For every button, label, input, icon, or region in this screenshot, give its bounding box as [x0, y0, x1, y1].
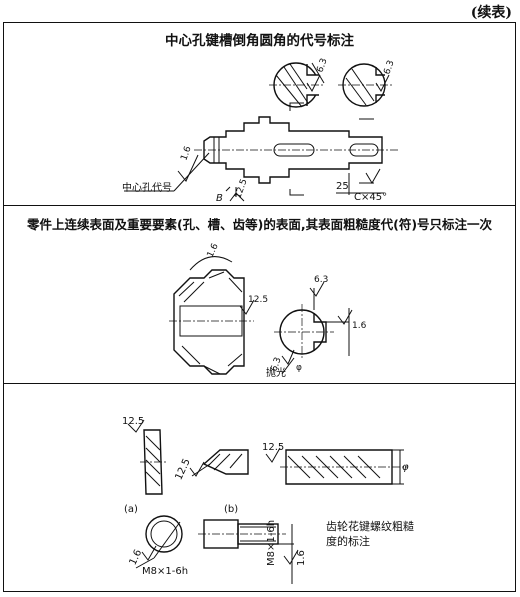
keyway-section-right: [338, 63, 392, 107]
keyway-section-left: [269, 62, 325, 108]
label-polish: 抛光: [266, 368, 286, 379]
gear-section: [169, 256, 254, 375]
label-r16b: 1.6: [352, 321, 367, 331]
figure-b: [189, 449, 249, 477]
label-thread1: M8×1-6h: [142, 566, 189, 577]
label-r125c: 12.5: [262, 442, 285, 453]
section-gear-spline-thread: 12.5 12.5 12.5 φ (a) (b) 1.6 M8×1-6h M8×…: [4, 384, 515, 591]
section-continuous-surfaces: 零件上连续表面及重要要素(孔、槽、齿等)的表面,其表面粗糙度代(符)号只标注一次: [4, 206, 515, 384]
gear-spline-thread-drawing: [127, 419, 408, 584]
label-r63b: 6.3: [382, 59, 396, 76]
label-fig-a: (a): [124, 504, 138, 515]
thread-side-view: [198, 519, 299, 584]
section1-title: 中心孔键槽倒角圆角的代号标注: [165, 33, 354, 49]
shaft-drawing: 6.3 6.3 1.6 12.5: [124, 57, 399, 202]
label-chamfer: C×45°: [354, 192, 388, 203]
label-r63a-s2: 6.3: [314, 275, 328, 285]
section-center-hole: 中心孔键槽倒角圆角的代号标注 6.3: [4, 23, 515, 206]
shaft: [194, 102, 399, 197]
label-r125: 12.5: [233, 178, 249, 200]
annotation-table: 中心孔键槽倒角圆角的代号标注 6.3: [3, 22, 516, 592]
label-r63a: 6.3: [315, 57, 329, 74]
label-r63b-s2: 6.3: [269, 356, 283, 373]
label-b: B: [216, 193, 223, 204]
label-r125-s2: 12.5: [248, 295, 268, 305]
thread-end-view: [135, 515, 183, 569]
label-phi-s2: φ: [296, 363, 302, 373]
label-r125a: 12.5: [122, 416, 145, 427]
label-r16: 1.6: [179, 145, 193, 162]
continued-label: (续表): [470, 5, 512, 21]
section3-note: 齿轮花键螺纹粗糙度的标注: [326, 520, 414, 548]
gear-drawing: 1.6 12.5 6.3 1.6 6.3 φ: [169, 242, 367, 375]
figure-a: [127, 419, 166, 495]
label-phi-s3: φ: [402, 462, 409, 473]
label-r16b-s3: 1.6: [296, 550, 307, 566]
label-center-hole-code: 中心孔代号: [122, 183, 172, 194]
bore-section: [274, 281, 353, 375]
label-r25: 25: [336, 181, 349, 192]
section2-title: 零件上连续表面及重要要素(孔、槽、齿等)的表面,其表面粗糙度代(符)号只标注一次: [26, 217, 493, 232]
label-thread2: M8×1-6h: [266, 519, 277, 566]
label-fig-b: (b): [224, 504, 239, 515]
spline-shaft: [265, 447, 408, 485]
